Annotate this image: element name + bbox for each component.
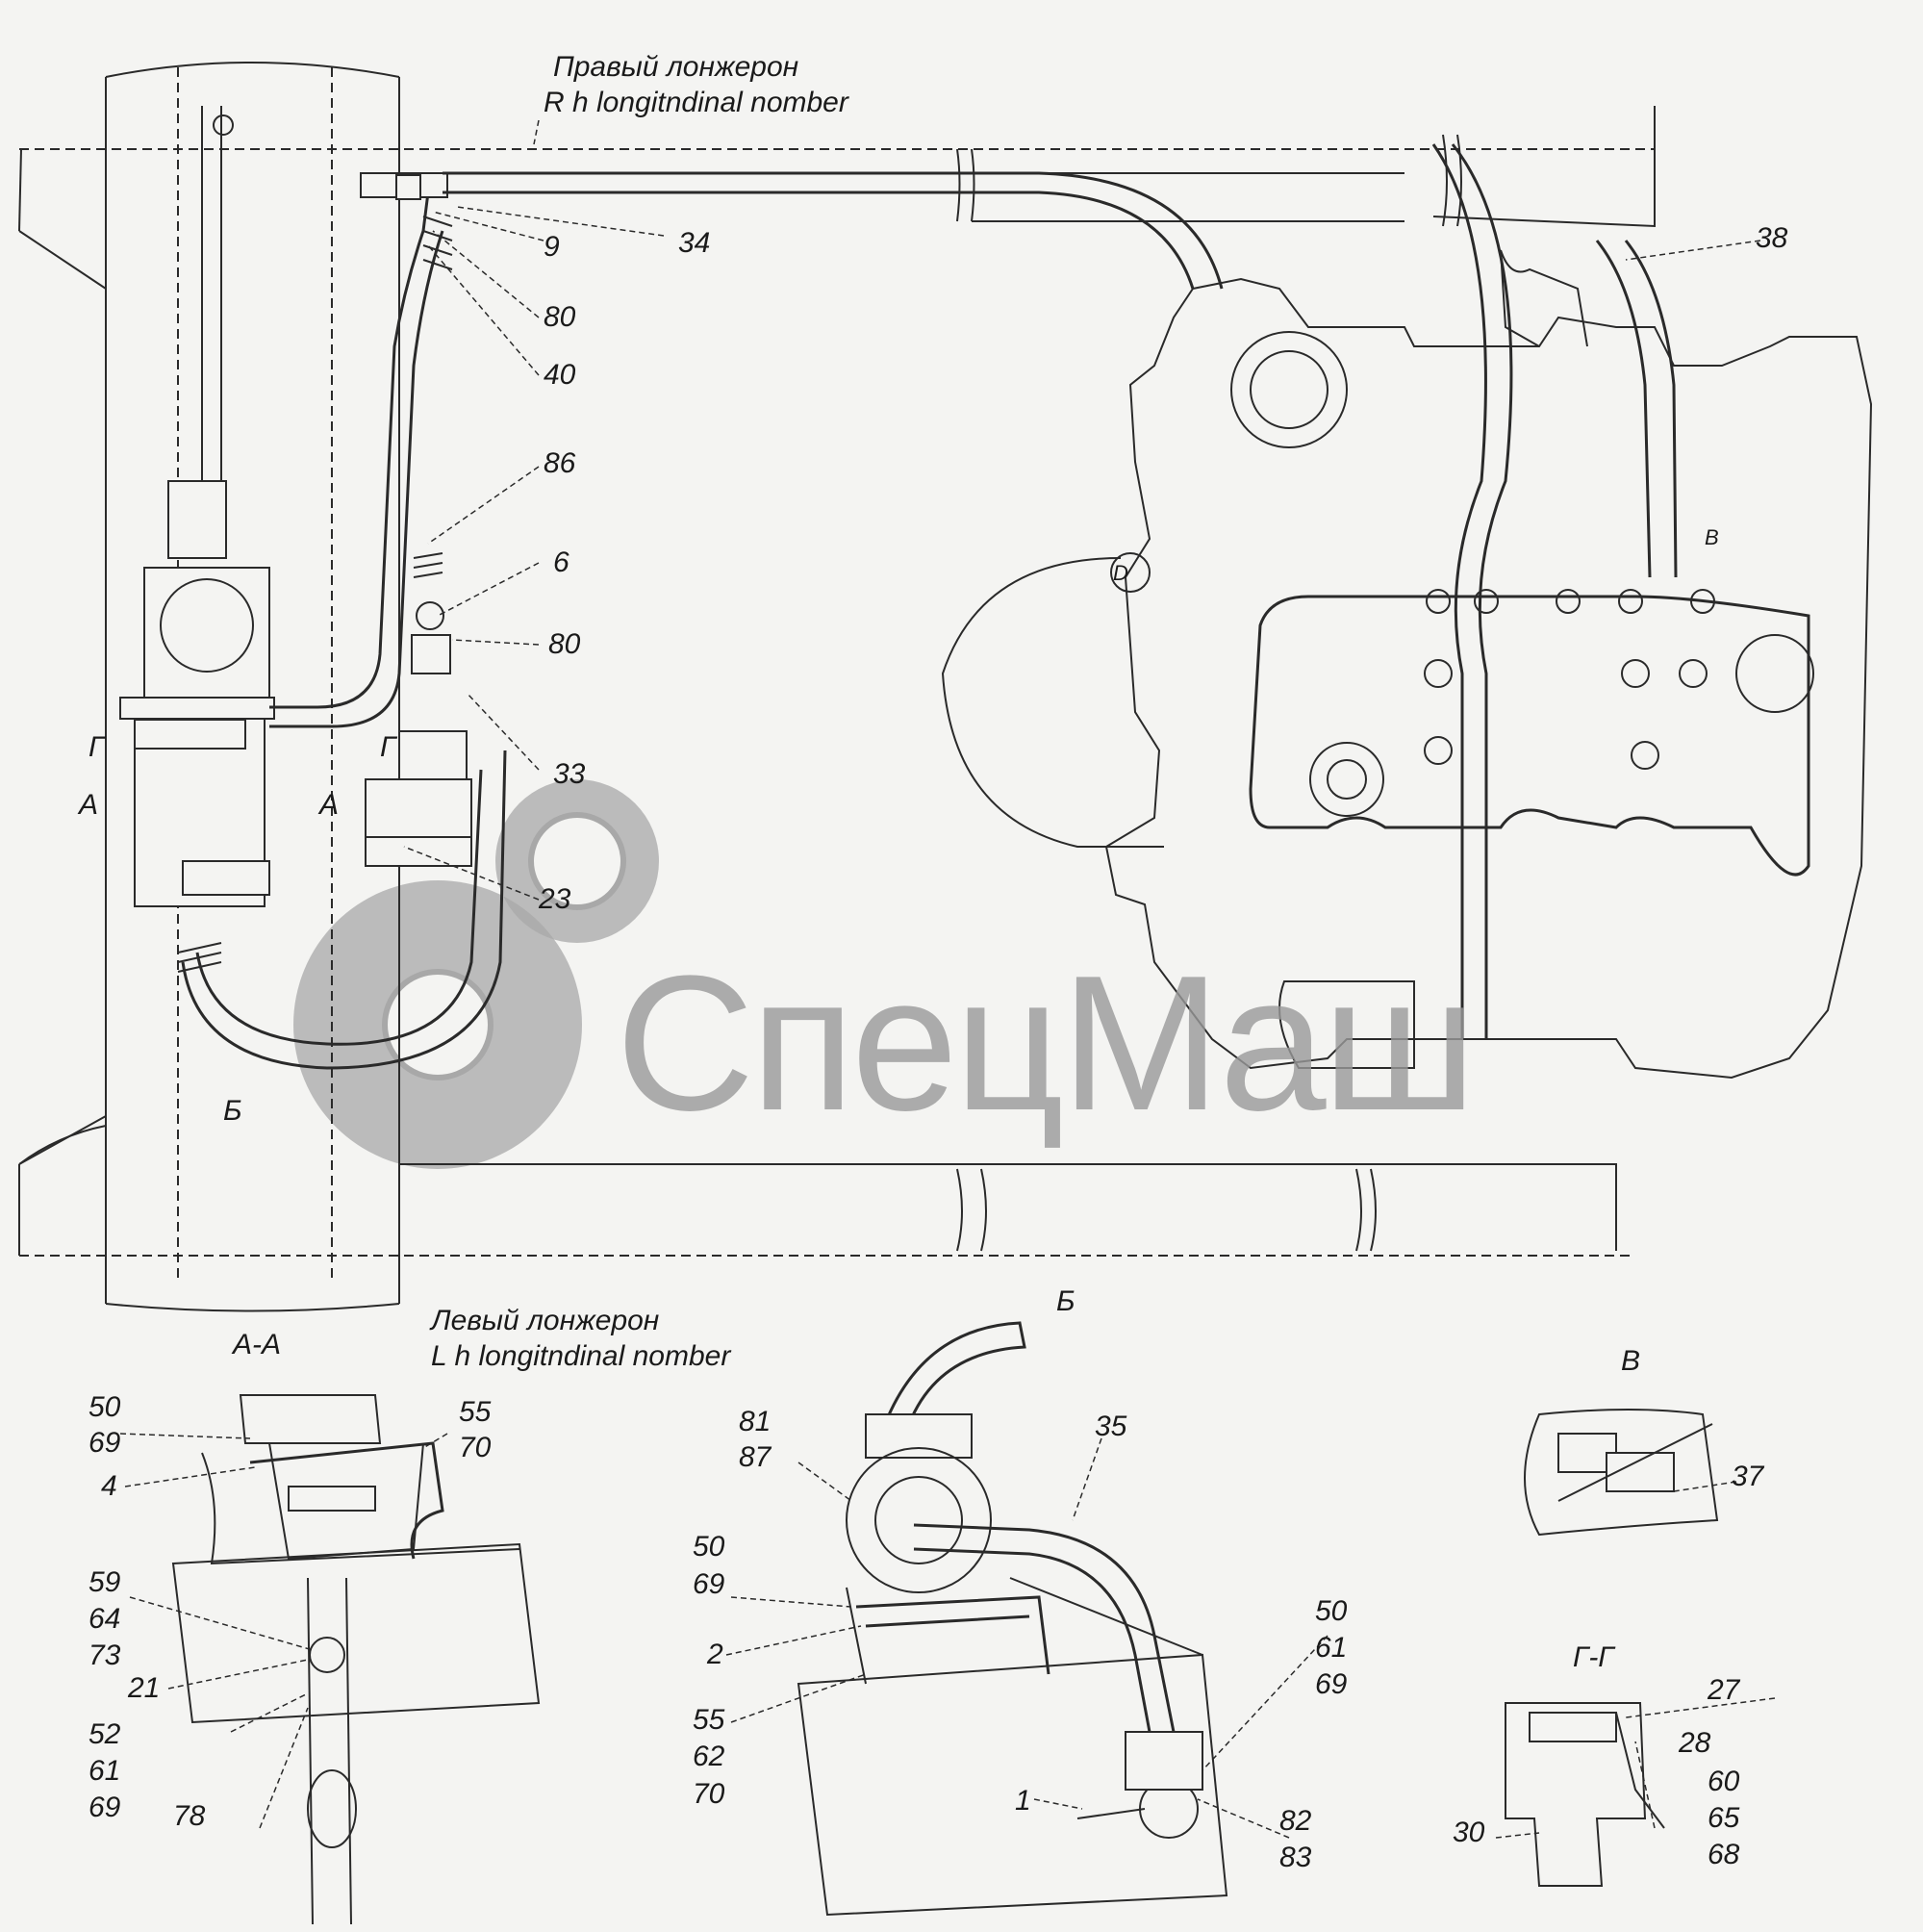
callout-gg-28: 28 <box>1679 1727 1711 1759</box>
left-member-label-ru: Левый лонжерон <box>431 1305 660 1336</box>
watermark-gear-small <box>495 779 659 943</box>
cut-mark-g-right: Г <box>380 731 396 763</box>
right-member-label-en: R h longitndinal nomber <box>544 87 848 118</box>
frame-main-view <box>18 62 1656 1312</box>
section-v <box>1524 1409 1719 1537</box>
valve-upper <box>360 172 472 867</box>
callout-b-2: 2 <box>707 1639 723 1670</box>
callout-main-33: 33 <box>553 758 586 790</box>
callout-b-55: 55 <box>693 1704 725 1736</box>
section-gg-title: Г-Г <box>1573 1641 1614 1673</box>
cut-mark-v: В <box>1705 525 1719 549</box>
callout-gg-30: 30 <box>1453 1817 1485 1848</box>
callout-aa-69: 69 <box>89 1427 121 1459</box>
callout-b-35: 35 <box>1095 1411 1127 1442</box>
callout-main-80-mid: 80 <box>548 628 581 660</box>
callout-b-81: 81 <box>739 1406 772 1437</box>
callout-b-69: 69 <box>693 1568 725 1600</box>
callout-b-69-right: 69 <box>1315 1668 1348 1700</box>
left-member-label-en: L h longitndinal nomber <box>431 1340 731 1372</box>
callout-main-86: 86 <box>544 447 576 479</box>
callout-aa-64: 64 <box>89 1603 121 1635</box>
callout-aa-73: 73 <box>89 1640 121 1671</box>
watermark-gear-large <box>293 880 582 1169</box>
watermark-text: СпецМаш <box>616 936 1477 1151</box>
section-aa-title: А-А <box>233 1329 282 1360</box>
callout-b-62: 62 <box>693 1741 725 1772</box>
section-aa <box>171 1394 541 1925</box>
callout-aa-70: 70 <box>459 1432 492 1463</box>
callout-aa-59: 59 <box>89 1566 121 1598</box>
section-gg <box>1505 1702 1665 1887</box>
section-v-title: В <box>1621 1345 1641 1377</box>
callout-gg-27: 27 <box>1708 1674 1740 1706</box>
callout-b-87: 87 <box>739 1441 772 1473</box>
callout-b-61: 61 <box>1315 1632 1348 1664</box>
callout-aa-55: 55 <box>459 1396 492 1428</box>
callout-b-70: 70 <box>693 1778 725 1810</box>
callout-v-37: 37 <box>1732 1461 1764 1492</box>
callout-aa-61: 61 <box>89 1755 121 1787</box>
callout-main-80-top: 80 <box>544 301 576 333</box>
callout-aa-78: 78 <box>173 1800 206 1832</box>
callout-main-34: 34 <box>678 227 711 259</box>
cut-mark-b: Б <box>223 1095 242 1127</box>
callout-aa-50: 50 <box>89 1391 121 1423</box>
callout-main-9: 9 <box>544 231 560 263</box>
section-b-title: Б <box>1056 1285 1075 1317</box>
callout-gg-68: 68 <box>1708 1839 1740 1870</box>
callout-b-50: 50 <box>693 1531 725 1563</box>
callout-aa-52: 52 <box>89 1718 121 1750</box>
callout-main-23: 23 <box>539 883 571 915</box>
callout-b-82: 82 <box>1279 1805 1312 1837</box>
cut-mark-a-left: А <box>79 789 99 821</box>
callout-main-6: 6 <box>553 547 569 578</box>
engine-outline <box>443 143 1873 1080</box>
callout-aa-69-low: 69 <box>89 1792 121 1823</box>
filter-assembly <box>119 106 507 1070</box>
callout-gg-65: 65 <box>1708 1802 1740 1834</box>
callout-b-83: 83 <box>1279 1842 1312 1873</box>
cut-mark-g-left: Г <box>89 731 105 763</box>
cut-mark-d: D <box>1113 561 1128 585</box>
callout-main-38: 38 <box>1756 222 1788 254</box>
callout-b-50-right: 50 <box>1315 1595 1348 1627</box>
callout-b-1: 1 <box>1015 1785 1031 1817</box>
callout-aa-21: 21 <box>128 1672 161 1704</box>
leader-lines <box>119 119 1776 1839</box>
right-member-label-ru: Правый лонжерон <box>553 51 799 83</box>
cut-mark-a-right: А <box>319 789 340 821</box>
section-b <box>797 1321 1228 1917</box>
callout-main-40: 40 <box>544 359 576 391</box>
callout-gg-60: 60 <box>1708 1766 1740 1797</box>
callout-aa-4: 4 <box>101 1470 117 1502</box>
